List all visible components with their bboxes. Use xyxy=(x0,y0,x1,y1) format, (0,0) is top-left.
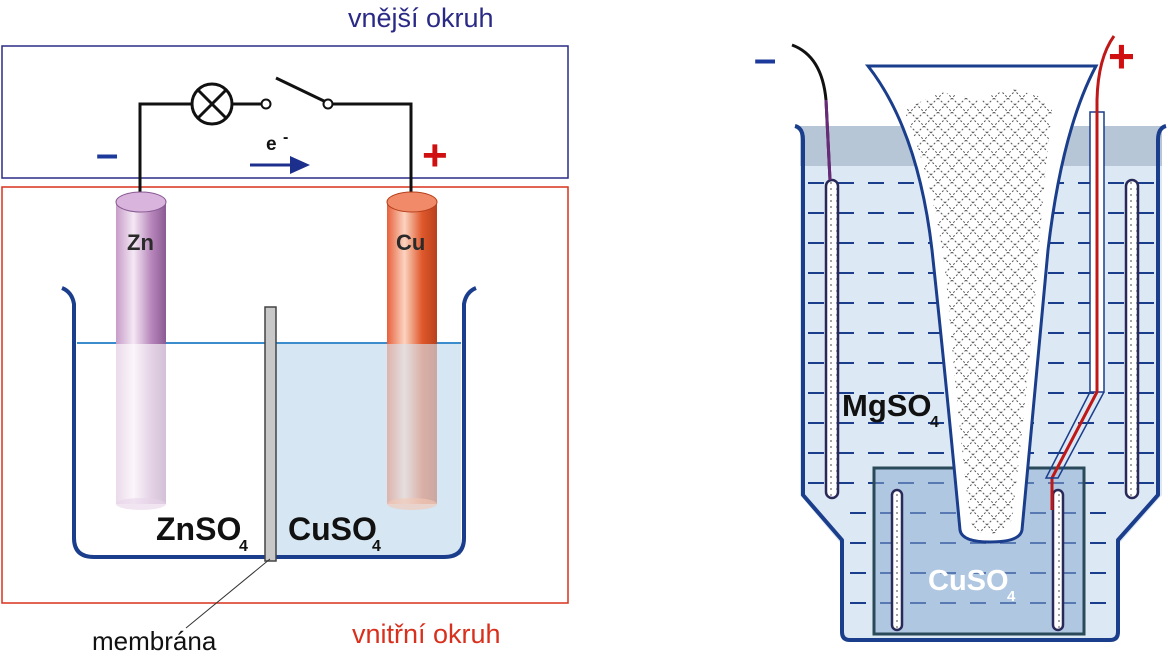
outer-vessel xyxy=(794,124,1167,642)
mgso4-label: MgSO xyxy=(842,388,932,423)
inner-cuso4-subscript: 4 xyxy=(1007,588,1016,605)
funnel-filling xyxy=(904,88,1052,534)
outer-circuit-label: vnější okruh xyxy=(348,3,494,33)
inner-circuit-box xyxy=(1,186,569,604)
outer-circuit-box xyxy=(1,45,569,179)
mgso4-subscript: 4 xyxy=(930,414,939,431)
circuit-wire-c xyxy=(332,102,413,200)
cu-electrode-right xyxy=(1051,488,1065,632)
cuso4-subscript: 4 xyxy=(372,538,381,555)
porous-pot-cell: – + MgSO 4 CuSO 4 xyxy=(754,30,1167,642)
electron-flow-arrow xyxy=(250,156,310,174)
znso4-label: ZnSO xyxy=(156,511,241,547)
copper-electrode xyxy=(386,191,438,510)
membrane-leader-line xyxy=(185,558,271,629)
cuso4-label: CuSO xyxy=(288,511,377,547)
negative-wire-insulated xyxy=(824,99,832,181)
znso4-subscript: 4 xyxy=(239,538,248,555)
electron-charge: - xyxy=(283,129,288,146)
membrane-label: membrána xyxy=(92,626,217,653)
cathode-label: Cu xyxy=(396,230,425,255)
membrane xyxy=(264,306,277,562)
cu-electrode-left xyxy=(890,488,904,632)
negative-wire xyxy=(791,43,832,181)
electron-label: e xyxy=(266,134,277,155)
daniell-cell: e - vnější okruh vnitřní okruh membrána … xyxy=(1,3,569,653)
zinc-electrode xyxy=(115,191,167,510)
inner-circuit-label: vnitřní okruh xyxy=(352,619,501,649)
anode-minus-sign: – xyxy=(96,132,118,176)
circuit-wire xyxy=(138,102,192,202)
positive-wire xyxy=(1050,35,1116,510)
mg-electrode-left xyxy=(824,178,840,500)
bulb-icon xyxy=(190,82,234,126)
switch-icon xyxy=(260,76,334,110)
inner-cuso4-label: CuSO xyxy=(928,565,1009,597)
positive-wire-sheath xyxy=(1044,391,1105,479)
right-minus-sign: – xyxy=(754,37,776,81)
right-plus-sign: + xyxy=(1108,30,1135,82)
anode-label: Zn xyxy=(127,230,154,255)
cathode-plus-sign: + xyxy=(422,131,448,180)
znso4-electrolyte xyxy=(77,343,267,555)
mg-electrode-right xyxy=(1124,178,1140,500)
